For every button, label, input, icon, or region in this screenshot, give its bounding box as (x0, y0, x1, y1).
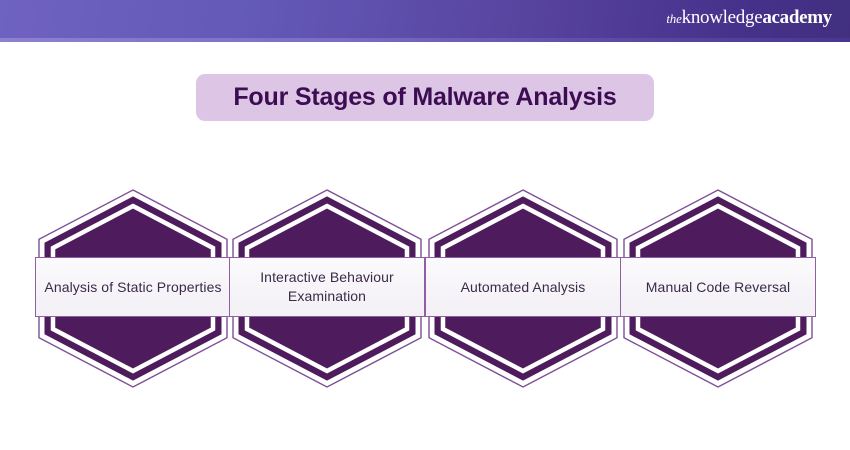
stage-diagram: Analysis of Static Properties Interactiv… (0, 186, 850, 391)
header-bar (0, 0, 850, 38)
stage-item-2[interactable]: Interactive Behaviour Examination (228, 186, 426, 391)
stage-label-box-2: Interactive Behaviour Examination (229, 257, 425, 317)
logo-word-academy: academy (762, 7, 832, 28)
page-title: Four Stages of Malware Analysis (233, 83, 617, 111)
stage-item-1[interactable]: Analysis of Static Properties (34, 186, 232, 391)
stage-label-text-3: Automated Analysis (460, 278, 586, 295)
stage-label-box-4: Manual Code Reversal (620, 257, 816, 317)
stage-label-box-1: Analysis of Static Properties (35, 257, 231, 317)
page-title-banner: Four Stages of Malware Analysis (196, 74, 654, 121)
brand-logo: theknowledgeacademy (666, 7, 832, 30)
stage-item-4[interactable]: Manual Code Reversal (619, 186, 817, 391)
header-accent-stripe (0, 38, 850, 42)
logo-word-knowledge: knowledge (681, 7, 763, 28)
stage-label-text-1: Analysis of Static Properties (44, 278, 222, 295)
logo-prefix: the (666, 11, 682, 26)
stage-label-text-4: Manual Code Reversal (645, 278, 791, 295)
stage-label-box-3: Automated Analysis (425, 257, 621, 317)
stage-label-text-2: Interactive Behaviour Examination (260, 269, 394, 304)
stage-item-3[interactable]: Automated Analysis (424, 186, 622, 391)
